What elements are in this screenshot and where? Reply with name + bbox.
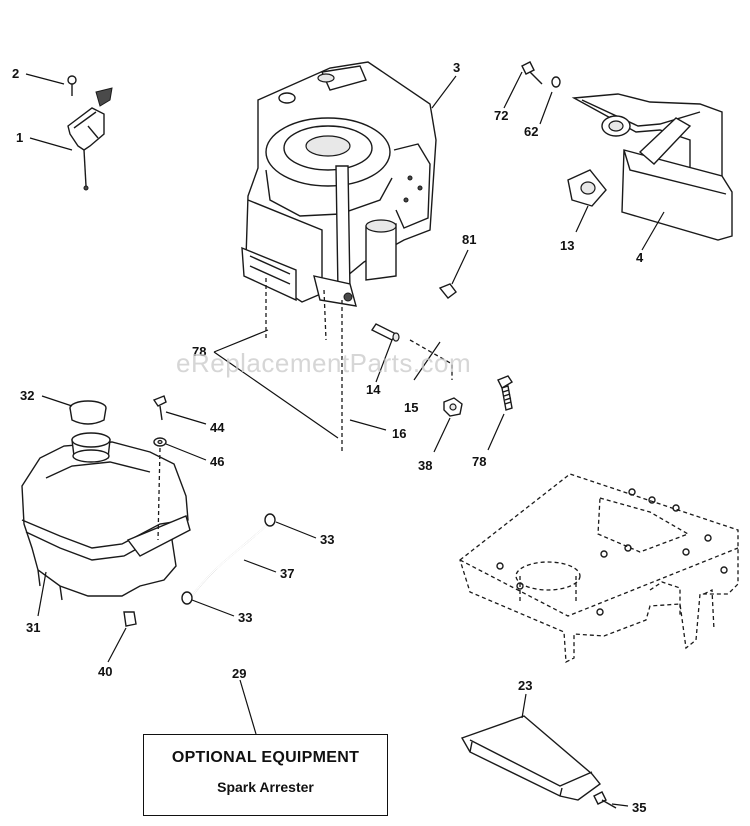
callout-1: 1 bbox=[16, 130, 23, 145]
mount-centerline-2 bbox=[323, 289, 327, 341]
hose-clamp-lower bbox=[181, 591, 193, 605]
watermark: eReplacementParts.com bbox=[176, 348, 471, 378]
callout-72: 72 bbox=[494, 108, 508, 123]
callout-44: 44 bbox=[210, 420, 225, 435]
callout-23: 23 bbox=[518, 678, 532, 693]
callout-35: 35 bbox=[632, 800, 646, 815]
callout-labels: 1 2 3 72 62 13 4 81 78 14 15 16 38 78 32… bbox=[12, 60, 646, 815]
lock-nut-part-38 bbox=[443, 397, 463, 417]
callout-78-engine-mount: 78 bbox=[192, 344, 206, 359]
callout-38: 38 bbox=[418, 458, 432, 473]
callout-32: 32 bbox=[20, 388, 34, 403]
callout-33-lower: 33 bbox=[238, 610, 252, 625]
callout-40: 40 bbox=[98, 664, 112, 679]
callout-14: 14 bbox=[366, 382, 381, 397]
tank-mount-centerline bbox=[157, 447, 161, 541]
muffler bbox=[571, 93, 733, 241]
fuel-cap bbox=[69, 400, 107, 425]
callout-15: 15 bbox=[404, 400, 418, 415]
callout-4: 4 bbox=[636, 250, 644, 265]
optional-equipment-box: OPTIONAL EQUIPMENT Spark Arrester bbox=[143, 734, 388, 816]
callout-81: 81 bbox=[462, 232, 476, 247]
screw-part-35 bbox=[593, 791, 617, 809]
screw-part-2 bbox=[67, 75, 77, 96]
heat-shield bbox=[460, 715, 602, 801]
fuel-line bbox=[191, 523, 269, 597]
throttle-control-bracket bbox=[67, 87, 113, 191]
optional-equipment-title: OPTIONAL EQUIPMENT bbox=[171, 749, 360, 766]
callout-16: 16 bbox=[392, 426, 406, 441]
callout-13: 13 bbox=[560, 238, 574, 253]
callout-78-bolt: 78 bbox=[472, 454, 486, 469]
callout-33-upper: 33 bbox=[320, 532, 334, 547]
bolt-part-78 bbox=[497, 375, 513, 411]
engine-mount-frame bbox=[459, 473, 739, 664]
callout-37: 37 bbox=[280, 566, 294, 581]
hose-clamp-upper bbox=[264, 513, 276, 527]
callout-31: 31 bbox=[26, 620, 40, 635]
callout-2: 2 bbox=[12, 66, 19, 81]
exhaust-gasket bbox=[567, 169, 607, 207]
callout-62: 62 bbox=[524, 124, 538, 139]
fuel-tank bbox=[21, 432, 191, 601]
callout-29: 29 bbox=[232, 666, 246, 681]
mount-centerline-4 bbox=[409, 339, 453, 380]
leader-lines bbox=[25, 71, 665, 807]
spacer-part-14 bbox=[370, 323, 400, 342]
lock-washer bbox=[551, 76, 561, 88]
grommet-part-40 bbox=[123, 611, 137, 627]
nut-part-81 bbox=[438, 283, 457, 299]
spark-arrester-label: Spark Arrester bbox=[217, 779, 314, 795]
washer-part-46 bbox=[153, 437, 167, 447]
screw-part-44 bbox=[152, 395, 167, 421]
muffler-bolt bbox=[521, 61, 543, 85]
callout-46: 46 bbox=[210, 454, 224, 469]
engine bbox=[241, 61, 437, 307]
callout-3: 3 bbox=[453, 60, 460, 75]
